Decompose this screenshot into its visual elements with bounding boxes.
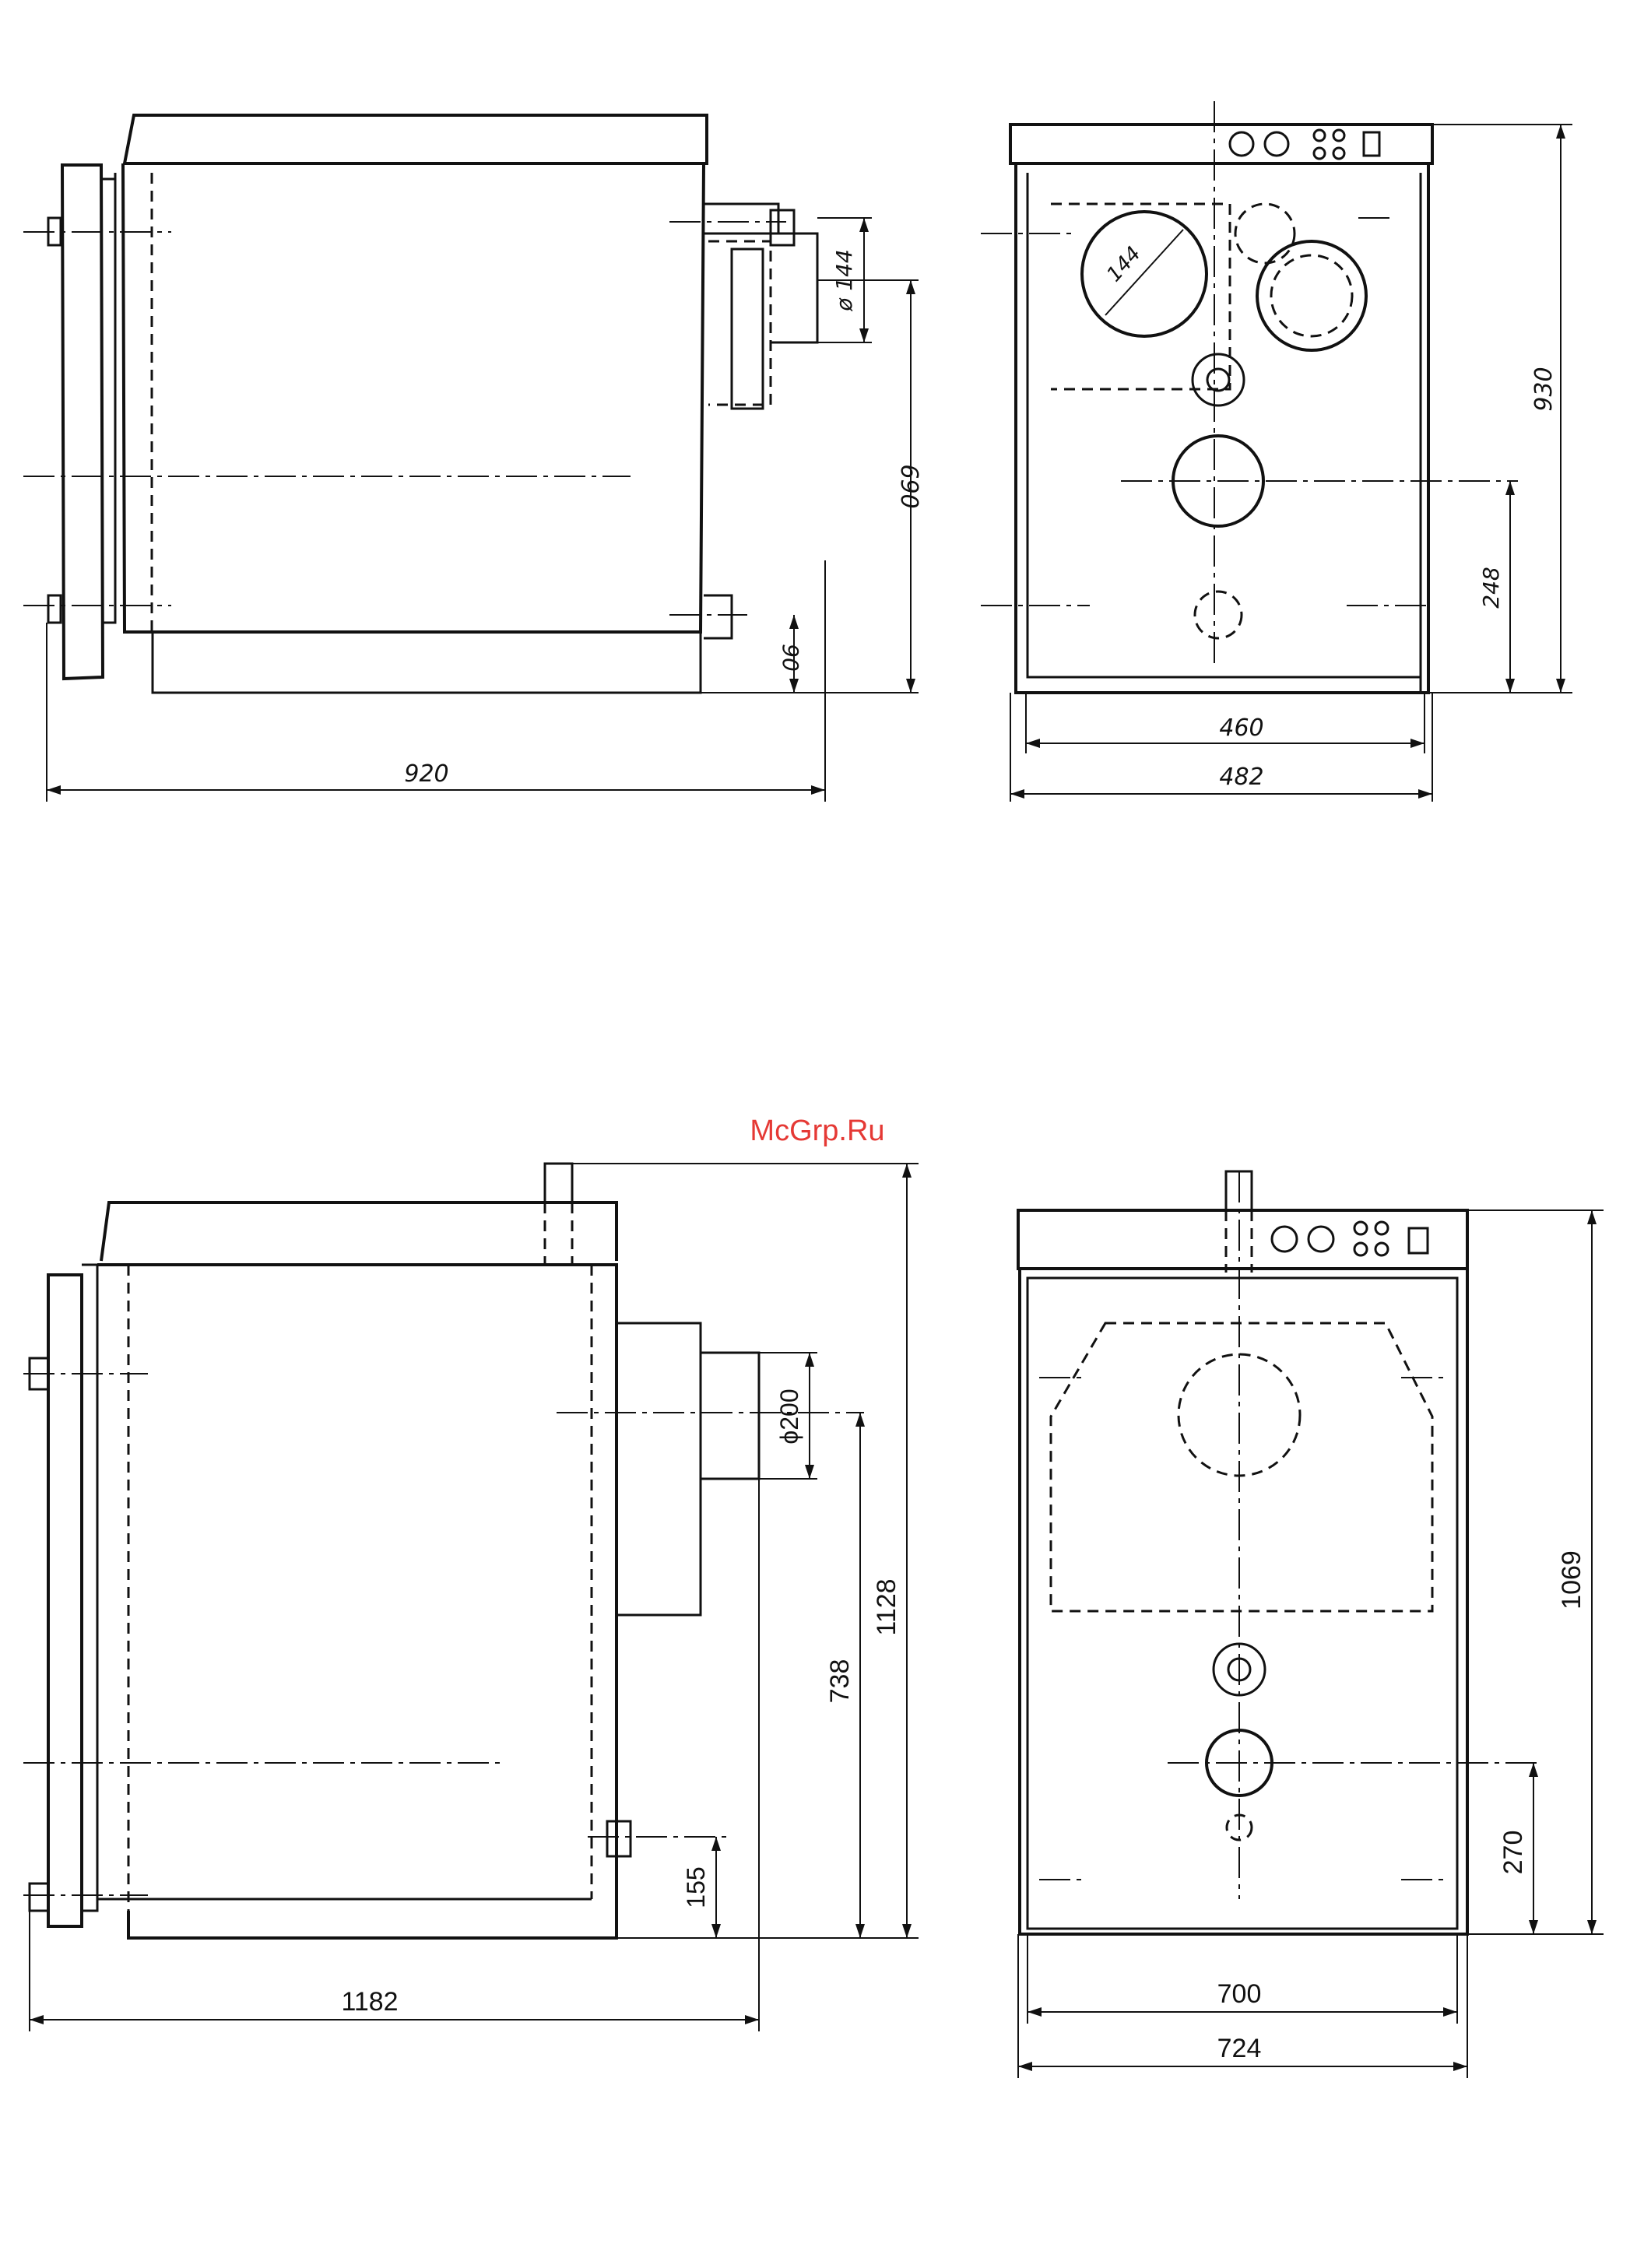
dim-depth-920: 920: [404, 760, 448, 788]
dim-flue-200: ϕ200: [775, 1389, 803, 1444]
dim-base-90: 90: [778, 644, 803, 672]
side-view-large: 1182 1128 738 155 ϕ200: [23, 1164, 919, 2031]
dim-outer-width-724: 724: [1217, 2034, 1262, 2063]
dim-height-270: 270: [1498, 1831, 1528, 1875]
dim-flue-144-front: 144: [1102, 242, 1146, 286]
side-view-small: 920 690 90 ø 144: [23, 115, 922, 802]
dim-height-738: 738: [825, 1659, 855, 1704]
dim-inner-width-460: 460: [1219, 714, 1263, 742]
dim-height-930: 930: [1530, 367, 1558, 411]
dim-outer-width-482: 482: [1219, 764, 1263, 791]
dim-height-1128: 1128: [872, 1578, 901, 1635]
dim-base-155: 155: [682, 1866, 710, 1908]
dim-height-1069: 1069: [1557, 1550, 1586, 1610]
dim-depth-1182: 1182: [341, 1987, 398, 2017]
front-view-large: 1069 270 700 724: [1018, 1171, 1604, 2078]
dim-flue-144: ø 144: [831, 249, 857, 311]
dim-inner-width-700: 700: [1217, 1979, 1262, 2009]
front-view-small: 144 930 248 460 482: [981, 101, 1572, 802]
watermark: McGrp.Ru: [750, 1115, 884, 1147]
dim-height-690: 690: [895, 464, 922, 508]
dim-height-248: 248: [1478, 567, 1504, 608]
